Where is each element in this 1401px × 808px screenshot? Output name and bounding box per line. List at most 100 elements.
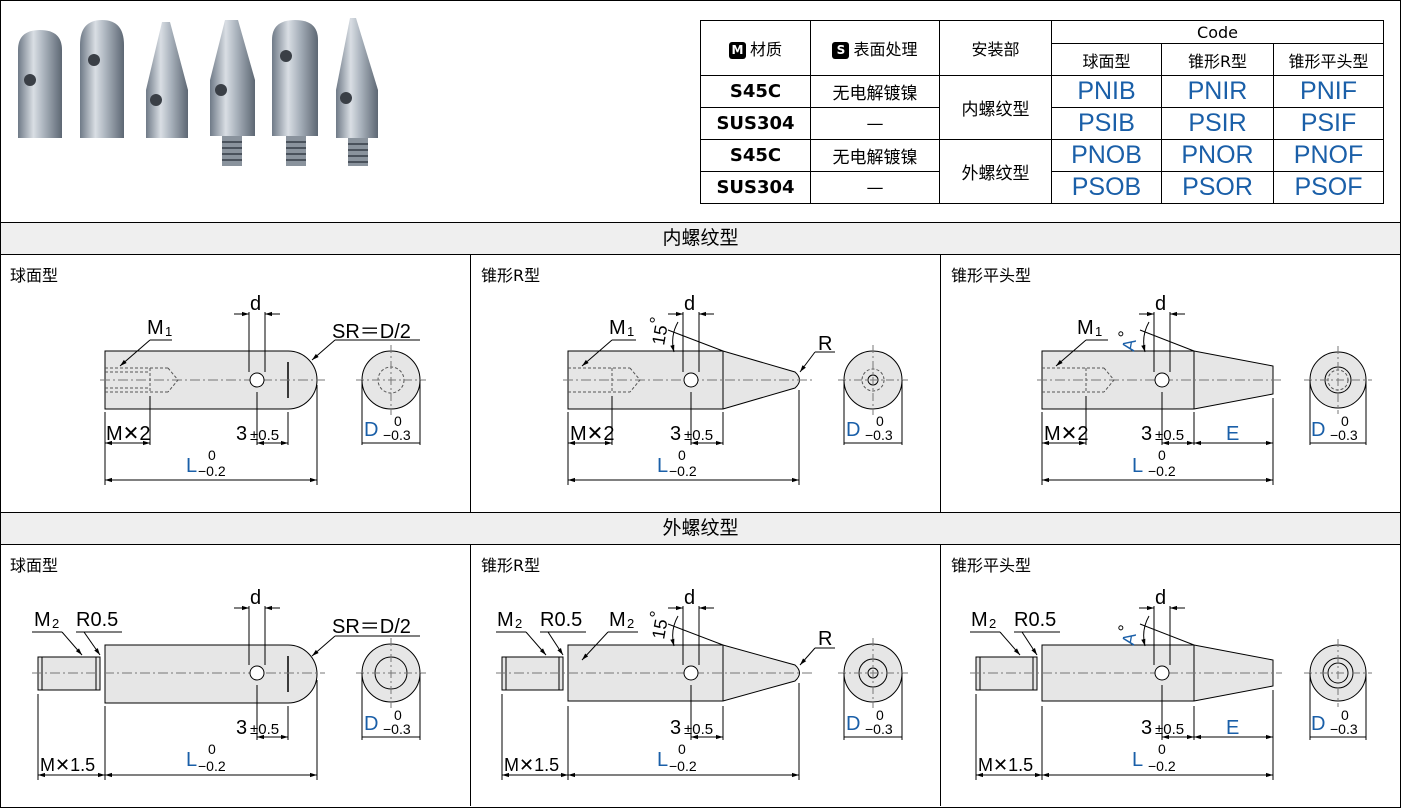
drawing-internal-cone-r bbox=[563, 311, 908, 485]
code-link[interactable]: PNOR bbox=[1161, 139, 1274, 172]
surface-badge: S bbox=[832, 42, 850, 59]
svg-text:3: 3 bbox=[670, 717, 681, 739]
svg-text:SR＝D/2: SR＝D/2 bbox=[332, 616, 411, 638]
mount-cell: 外螺纹型 bbox=[939, 139, 1052, 204]
svg-text:0: 0 bbox=[1158, 447, 1166, 463]
table-row: SUS304 — PSOB PSOR PSOF bbox=[700, 171, 1384, 204]
panel-external-ball: 球面型 bbox=[0, 544, 471, 806]
code-link[interactable]: PSOF bbox=[1273, 171, 1384, 204]
svg-text:L: L bbox=[186, 749, 197, 771]
svg-text:L: L bbox=[657, 749, 668, 771]
label-angle-A: A° bbox=[1112, 329, 1141, 352]
svg-text:±0.5: ±0.5 bbox=[1155, 427, 1184, 444]
svg-text:−0.3: −0.3 bbox=[865, 427, 893, 443]
code-link[interactable]: PNIF bbox=[1273, 75, 1384, 108]
code-link[interactable]: PSIF bbox=[1273, 107, 1384, 140]
svg-text:±0.5: ±0.5 bbox=[250, 721, 279, 738]
svg-text:M: M bbox=[971, 609, 988, 631]
svg-text:3: 3 bbox=[1141, 423, 1152, 445]
svg-text:0: 0 bbox=[876, 707, 884, 723]
table-row: S45C 无电解镀镍 内螺纹型 PNIB PNIR PNIF bbox=[700, 75, 1384, 140]
drawing-external-cone-r bbox=[496, 605, 908, 780]
dim-E: E bbox=[1226, 423, 1239, 445]
svg-text:2: 2 bbox=[515, 616, 522, 631]
svg-text:−0.2: −0.2 bbox=[669, 758, 697, 774]
svg-text:±0.5: ±0.5 bbox=[1155, 721, 1184, 738]
svg-text:−0.3: −0.3 bbox=[383, 427, 411, 443]
label-m2: M bbox=[34, 609, 51, 631]
svg-text:0: 0 bbox=[208, 447, 216, 463]
mount-cell: 内螺纹型 bbox=[939, 75, 1052, 140]
svg-text:−0.3: −0.3 bbox=[1330, 721, 1358, 737]
panel-title: 球面型 bbox=[10, 266, 59, 285]
labels-external-ball: d M 2 R0.5 SR＝D/2 M✕1.5 3 ±0.5 L 0 −0.2 … bbox=[34, 587, 411, 775]
labels-external-cone-r: d M 2 R0.5 M 2 R 15° M✕1.5 3 ±0.5 L 0 −0… bbox=[497, 587, 893, 775]
svg-text:1: 1 bbox=[165, 324, 172, 339]
svg-text:L: L bbox=[1132, 455, 1143, 477]
svg-text:−0.2: −0.2 bbox=[669, 463, 697, 479]
svg-text:0: 0 bbox=[394, 707, 402, 723]
code-link[interactable]: PSIB bbox=[1051, 107, 1162, 140]
code-link[interactable]: PSIR bbox=[1161, 107, 1274, 140]
svg-text:M✕2: M✕2 bbox=[1044, 423, 1089, 445]
svg-text:M: M bbox=[609, 317, 626, 339]
code-link[interactable]: PNIB bbox=[1051, 75, 1162, 108]
pin-photo-3 bbox=[146, 22, 188, 138]
code-link[interactable]: PNIR bbox=[1161, 75, 1274, 108]
svg-text:2: 2 bbox=[52, 616, 59, 631]
panel-internal-cone-flat: 锥形平头型 bbox=[941, 254, 1401, 512]
labels-internal-ball: d M 1 SR＝D/2 M✕2 3 ±0.5 L 0 −0.2 D 0 −0.… bbox=[106, 293, 411, 479]
svg-text:0: 0 bbox=[1158, 741, 1166, 757]
svg-text:1: 1 bbox=[627, 324, 634, 339]
svg-text:0: 0 bbox=[678, 741, 686, 757]
svg-text:3: 3 bbox=[1141, 717, 1152, 739]
svg-text:1: 1 bbox=[1095, 324, 1102, 339]
svg-text:0: 0 bbox=[678, 447, 686, 463]
svg-text:D: D bbox=[1311, 713, 1325, 735]
panel-title: 锥形R型 bbox=[481, 556, 541, 575]
svg-text:A°: A° bbox=[1112, 623, 1141, 646]
panel-title: 锥形R型 bbox=[481, 266, 541, 285]
svg-text:0: 0 bbox=[1341, 707, 1349, 723]
drawing-internal-ball bbox=[100, 311, 426, 485]
section-external-header: 外螺纹型 bbox=[0, 512, 1401, 545]
svg-text:L: L bbox=[657, 455, 668, 477]
svg-text:R: R bbox=[818, 628, 832, 650]
panel-external-cone-r: 锥形R型 bbox=[471, 544, 941, 806]
mount-header: 安装部 bbox=[939, 20, 1052, 76]
label-m1: M bbox=[147, 317, 164, 339]
svg-text:d: d bbox=[1155, 293, 1166, 315]
svg-text:M✕1.5: M✕1.5 bbox=[504, 755, 559, 775]
svg-text:−0.3: −0.3 bbox=[865, 721, 893, 737]
svg-text:M: M bbox=[497, 609, 514, 631]
label-r05: R0.5 bbox=[76, 609, 118, 631]
svg-text:M✕1.5: M✕1.5 bbox=[978, 755, 1033, 775]
svg-text:−0.3: −0.3 bbox=[383, 721, 411, 737]
pin-photo-4 bbox=[210, 20, 255, 166]
drawing-external-cone-flat bbox=[970, 605, 1372, 780]
label-sr: SR＝D/2 bbox=[332, 321, 411, 343]
svg-text:−0.3: −0.3 bbox=[1330, 427, 1358, 443]
dim-L: L bbox=[186, 455, 197, 477]
svg-text:d: d bbox=[250, 587, 261, 609]
svg-text:R0.5: R0.5 bbox=[1014, 609, 1056, 631]
panel-internal-ball: 球面型 bbox=[0, 254, 471, 512]
labels-external-cone-flat: d M 2 R0.5 A° M✕1.5 3 ±0.5 E L 0 −0.2 D … bbox=[971, 587, 1358, 775]
svg-text:0: 0 bbox=[1341, 413, 1349, 429]
svg-text:3: 3 bbox=[670, 423, 681, 445]
svg-text:M✕2: M✕2 bbox=[570, 423, 615, 445]
svg-text:D: D bbox=[846, 713, 860, 735]
section-internal-header: 内螺纹型 bbox=[0, 222, 1401, 255]
svg-text:−0.2: −0.2 bbox=[198, 758, 226, 774]
panel-internal-cone-r: 锥形R型 bbox=[471, 254, 941, 512]
pin-photo-6 bbox=[336, 18, 378, 166]
dim-D: D bbox=[364, 419, 378, 441]
panel-external-cone-flat: 锥形平头型 bbox=[941, 544, 1401, 806]
code-link[interactable]: PSOB bbox=[1051, 171, 1162, 204]
table-row: SUS304 — PSIB PSIR PSIF bbox=[700, 107, 1384, 140]
table-row: S45C 无电解镀镍 外螺纹型 PNOB PNOR PNOF bbox=[700, 139, 1384, 204]
panel-title: 锥形平头型 bbox=[951, 556, 1032, 575]
svg-text:E: E bbox=[1226, 717, 1239, 739]
